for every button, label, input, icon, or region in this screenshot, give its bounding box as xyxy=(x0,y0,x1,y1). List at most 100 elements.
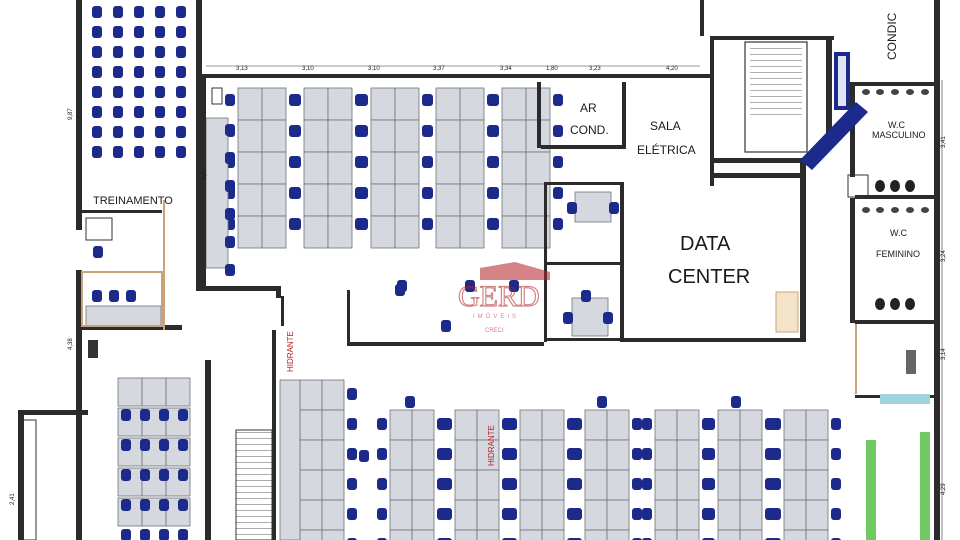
chair xyxy=(642,508,652,520)
chair xyxy=(159,499,169,511)
chair xyxy=(705,478,715,490)
label-hidrante-1: HIDRANTE xyxy=(286,331,295,372)
chair xyxy=(358,187,368,199)
chair xyxy=(442,478,452,490)
green-planters xyxy=(866,394,930,540)
chair xyxy=(705,508,715,520)
desk xyxy=(805,409,829,441)
desk xyxy=(739,439,763,471)
sink xyxy=(891,89,899,95)
chair xyxy=(831,508,841,520)
desk xyxy=(676,469,700,501)
desk xyxy=(676,529,700,540)
desk xyxy=(501,151,527,185)
chair xyxy=(134,46,144,58)
desk xyxy=(739,499,763,531)
chair xyxy=(377,508,387,520)
desk xyxy=(299,499,323,531)
desk xyxy=(370,215,396,249)
desk xyxy=(370,119,396,153)
chair xyxy=(347,508,357,520)
dimension-label: 3,14 xyxy=(941,348,947,360)
label-data-center-1: DATA xyxy=(680,233,731,255)
chair xyxy=(563,312,573,324)
toilet xyxy=(890,180,900,192)
label-ar-cond-1: AR xyxy=(580,101,597,115)
chair xyxy=(92,46,102,58)
label-sala-eletrica-2: ELÉTRICA xyxy=(637,142,696,157)
desk xyxy=(654,529,678,540)
chair xyxy=(225,236,235,248)
desk xyxy=(654,499,678,531)
chair xyxy=(359,450,369,462)
water-heater xyxy=(906,350,916,374)
chair xyxy=(92,290,102,302)
chair xyxy=(178,409,188,421)
chair xyxy=(442,448,452,460)
chair xyxy=(632,418,642,430)
desk xyxy=(237,119,263,153)
desk xyxy=(411,529,435,540)
chair xyxy=(176,46,186,58)
chair xyxy=(581,290,591,302)
label-data-center-2: CENTER xyxy=(668,266,750,288)
chair xyxy=(642,418,652,430)
desk xyxy=(584,529,608,540)
label-condic: CONDIC xyxy=(885,12,899,60)
chair xyxy=(155,26,165,38)
chair xyxy=(731,396,741,408)
desk xyxy=(261,215,287,249)
door-frames xyxy=(81,200,857,394)
desk xyxy=(370,151,396,185)
chair xyxy=(121,499,131,511)
desk xyxy=(459,215,485,249)
desk xyxy=(606,529,630,540)
chair xyxy=(113,126,123,138)
chair xyxy=(134,66,144,78)
chair xyxy=(121,529,131,540)
desk xyxy=(541,529,565,540)
desk xyxy=(299,469,323,501)
desk xyxy=(321,529,345,540)
chair xyxy=(92,86,102,98)
desk xyxy=(805,439,829,471)
desk xyxy=(85,305,162,329)
chair xyxy=(423,94,433,106)
desk xyxy=(541,409,565,441)
chair xyxy=(134,6,144,18)
sink xyxy=(921,207,929,213)
dimension-label: 4,38 xyxy=(68,338,74,350)
chair xyxy=(771,508,781,520)
desk xyxy=(571,297,609,337)
chair xyxy=(113,106,123,118)
chair xyxy=(632,508,642,520)
chair xyxy=(225,208,235,220)
desk xyxy=(411,439,435,471)
desk xyxy=(476,529,500,540)
dimension-label: 3,10 xyxy=(302,66,314,72)
room-labels: TREINAMENTO AR COND. SALA ELÉTRICA DATA … xyxy=(93,12,926,466)
watermark-brand: GERD xyxy=(458,280,540,313)
chair xyxy=(155,126,165,138)
stairs xyxy=(235,41,808,540)
desk xyxy=(805,499,829,531)
cabinet xyxy=(775,291,799,333)
chair xyxy=(225,152,235,164)
cabinet xyxy=(88,340,98,358)
chair xyxy=(155,66,165,78)
chair xyxy=(92,26,102,38)
sink xyxy=(862,207,870,213)
desk xyxy=(676,439,700,471)
desk xyxy=(654,469,678,501)
dimension-label: 3,23 xyxy=(589,66,601,72)
chair xyxy=(423,156,433,168)
dimension-label: 3,10 xyxy=(368,66,380,72)
desk xyxy=(717,499,741,531)
desk xyxy=(389,499,413,531)
dimension-label: 3,52 xyxy=(202,168,208,180)
desk xyxy=(454,499,478,531)
desk xyxy=(205,117,229,269)
desk xyxy=(237,215,263,249)
chair xyxy=(632,478,642,490)
chair xyxy=(489,94,499,106)
